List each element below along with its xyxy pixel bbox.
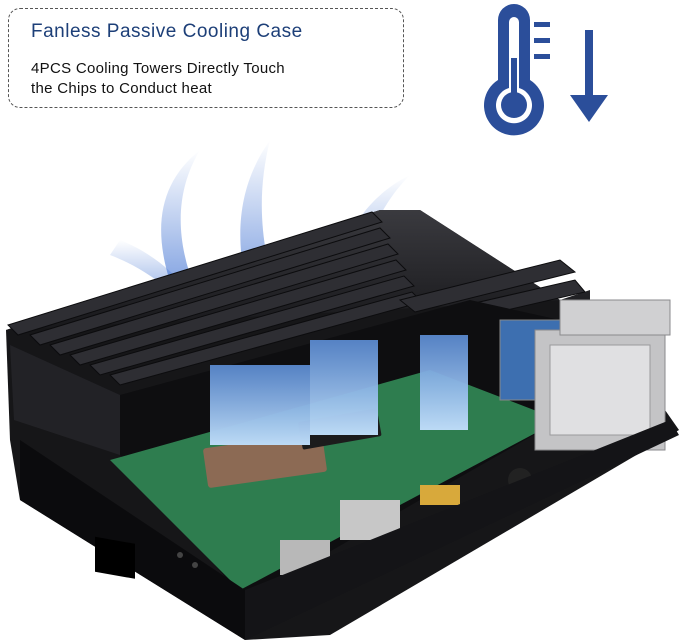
arrow-down-icon: [570, 30, 608, 122]
cooling-tower-1: [210, 365, 310, 445]
cpu-chip: [203, 432, 327, 488]
callout-description: 4PCS Cooling Towers Directly Touch the C…: [31, 59, 381, 99]
cooling-towers: [210, 335, 468, 445]
indicator-led: [177, 552, 183, 558]
cooling-tower-3: [420, 335, 468, 430]
temperature-down-icon-group: [484, 4, 608, 136]
callout-title: Fanless Passive Cooling Case: [31, 21, 303, 42]
front-panel: [20, 420, 679, 640]
cooling-tower-2: [310, 340, 378, 435]
feature-callout-box: Fanless Passive Cooling Case 4PCS Coolin…: [8, 8, 404, 108]
callout-description-line: 4PCS Cooling Towers Directly Touch: [31, 60, 285, 77]
indicator-led: [192, 562, 198, 568]
callout-description-line: the Chips to Conduct heat: [31, 80, 212, 97]
thermometer-icon: [484, 4, 550, 136]
micro-hdmi-port: [420, 485, 460, 505]
cooling-case-product-image: [6, 140, 679, 640]
sd-card-slot: [95, 536, 135, 579]
usb-ethernet-ports: [499, 299, 671, 451]
